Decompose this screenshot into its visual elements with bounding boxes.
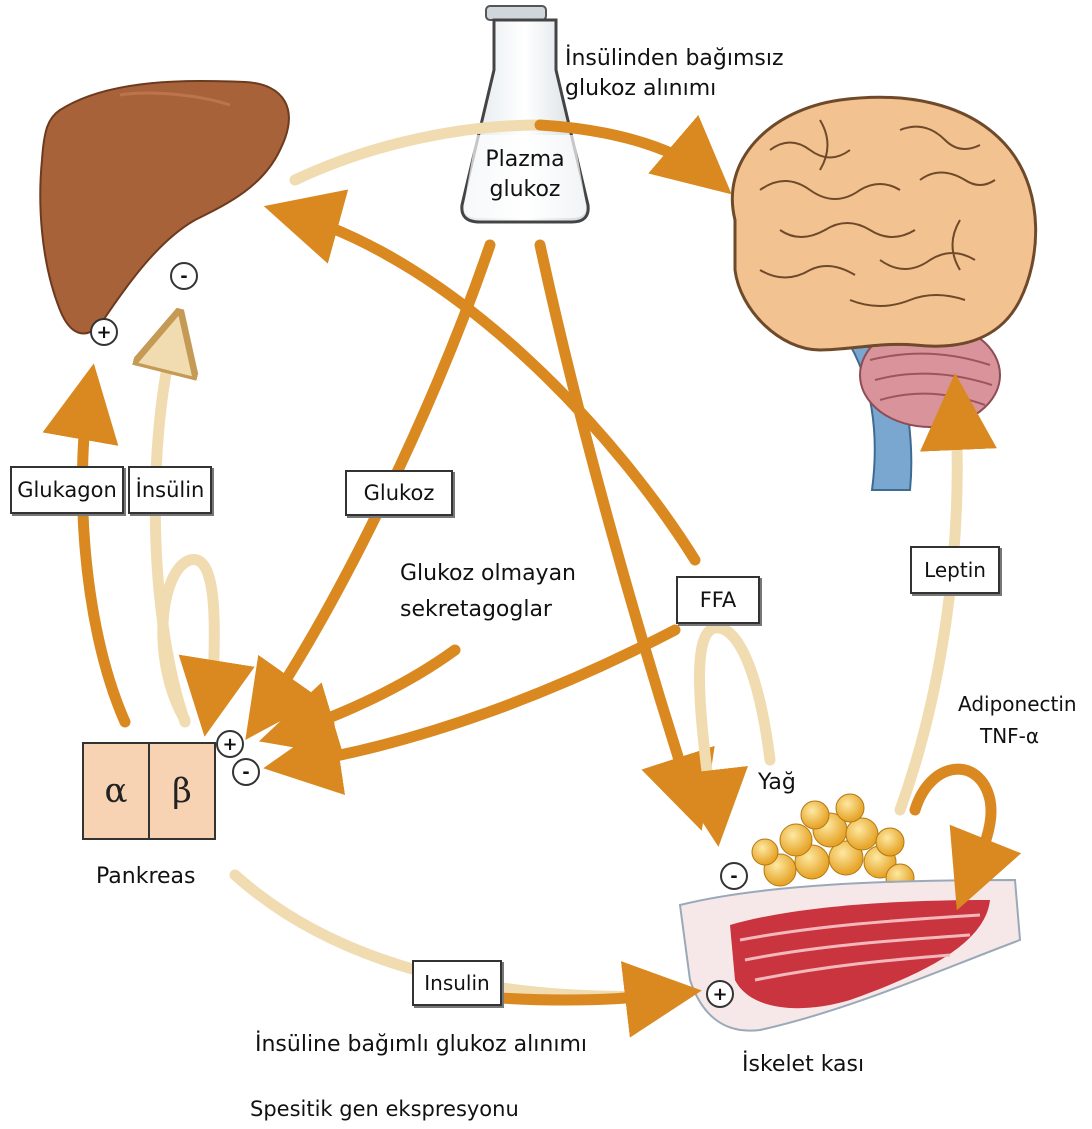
pancreas-minus-sign: - — [232, 758, 260, 786]
adiponectin-tnf-label: Adiponectin TNF-α — [958, 688, 1077, 752]
glukoz-box: Glukoz — [345, 470, 453, 516]
dependent-uptake-label: İnsüline bağımlı glukoz alınımı — [255, 1032, 587, 1057]
pancreas-alpha-cell: α — [82, 742, 150, 840]
plasma-glucose-label: Plazma glukoz — [470, 145, 580, 205]
nonglucose-line1: Glukoz olmayan — [400, 556, 576, 592]
gene-expression-label: Spesitik gen ekspresyonu — [250, 1097, 519, 1121]
muscle-plus-sign: + — [706, 980, 734, 1008]
brain-illustration — [732, 97, 1035, 490]
plasma-line2: glukoz — [470, 175, 580, 205]
nonglucose-secretagogues-label: Glukoz olmayan sekretagoglar — [400, 556, 576, 628]
insulin-muscle-box: Insulin — [412, 960, 502, 1006]
plasma-line1: Plazma — [470, 145, 580, 175]
insulin-liver-box: İnsülin — [128, 466, 212, 514]
tnf-label: TNF-α — [958, 720, 1077, 752]
independent-uptake-line2: glukoz alınımı — [565, 74, 784, 104]
liver-minus-sign: - — [170, 262, 198, 290]
pancreas-plus-sign: + — [216, 730, 244, 758]
leptin-box: Leptin — [910, 546, 1000, 594]
nonglucose-line2: sekretagoglar — [400, 592, 576, 628]
muscle-illustration — [680, 880, 1020, 1031]
glukagon-box: Glukagon — [10, 466, 124, 514]
pancreas-beta-cell: β — [148, 742, 216, 840]
adiponectin-label: Adiponectin — [958, 688, 1077, 720]
ffa-box: FFA — [676, 576, 760, 624]
independent-uptake-label: İnsülinden bağımsız glukoz alınımı — [565, 44, 784, 104]
liver-plus-sign: + — [90, 318, 118, 346]
fat-illustration — [752, 794, 914, 892]
fat-label: Yağ — [758, 770, 796, 795]
independent-uptake-line1: İnsülinden bağımsız — [565, 44, 784, 74]
skeletal-muscle-label: İskelet kası — [742, 1052, 864, 1077]
pancreas-label: Pankreas — [96, 864, 195, 889]
liver-illustration — [40, 81, 289, 333]
muscle-minus-sign: - — [720, 862, 748, 890]
